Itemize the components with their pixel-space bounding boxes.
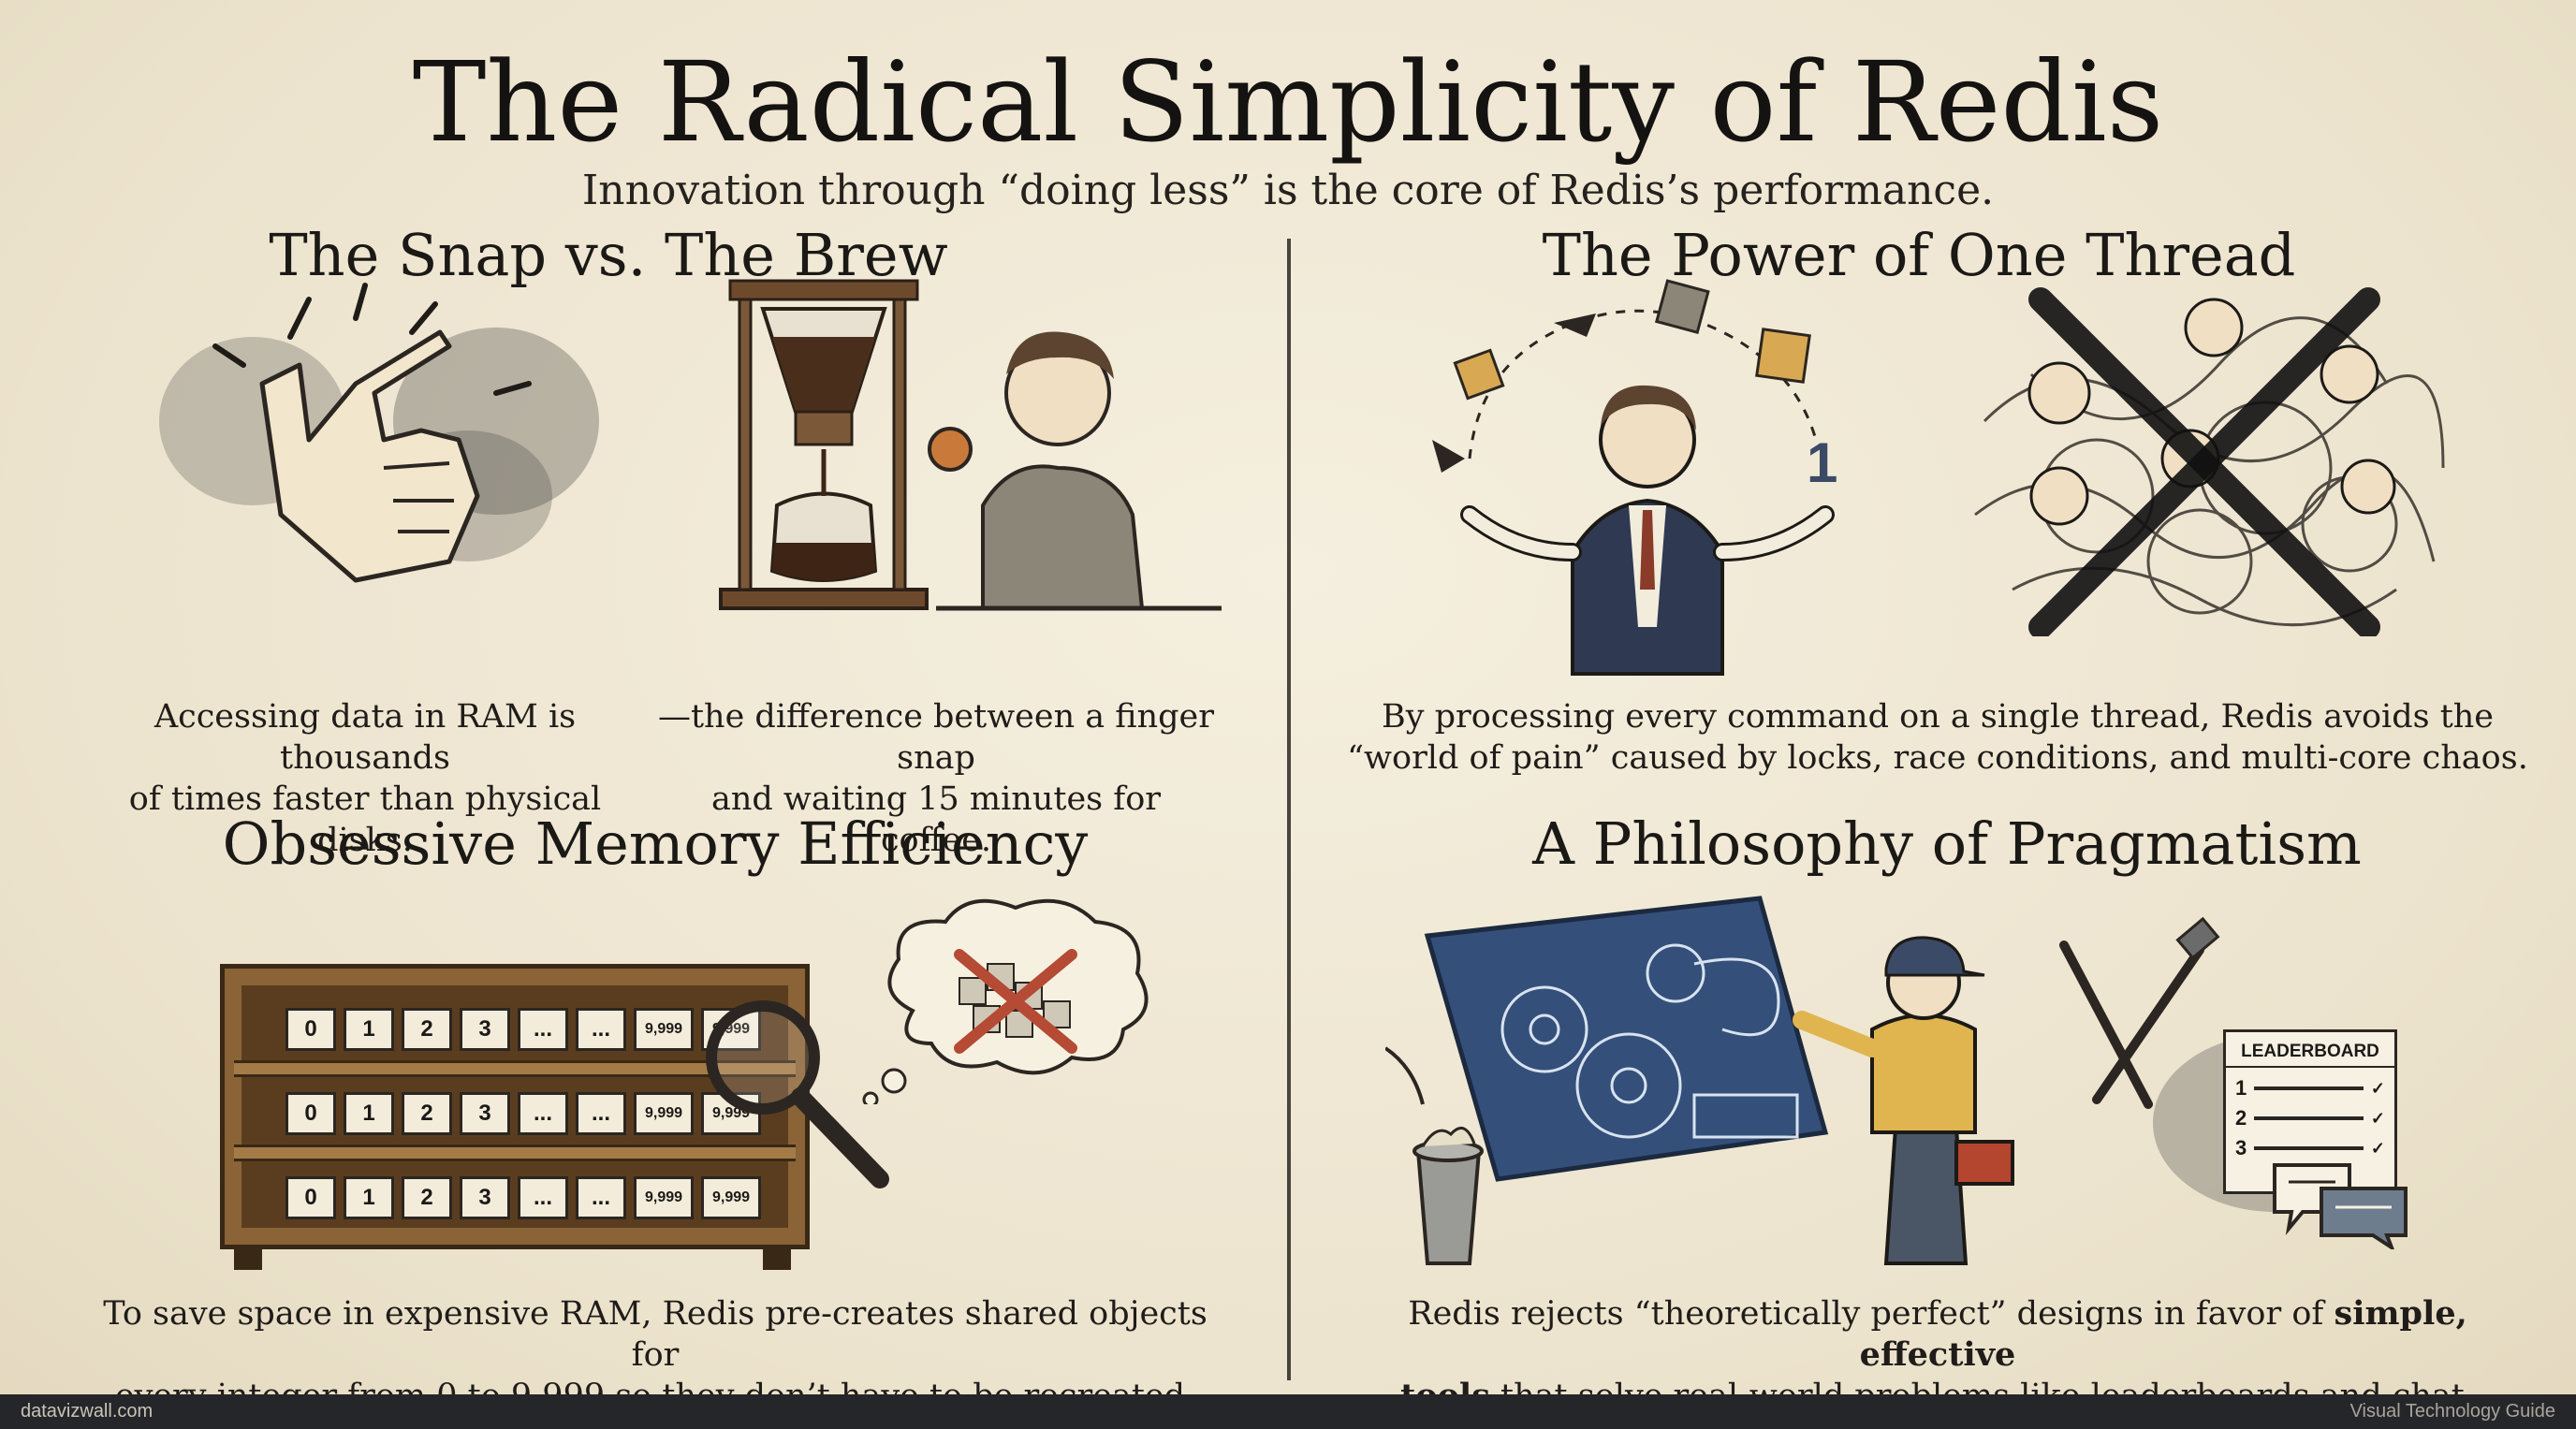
leaderboard-entry: 3✓ — [2235, 1133, 2385, 1163]
integer-object-box: ... — [518, 1176, 568, 1219]
integer-object-box: 1 — [344, 1008, 394, 1051]
snap-caption-left-line-1: Accessing data in RAM is thousands — [154, 698, 577, 777]
pragmatism-section-title: A Philosophy of Pragmatism — [1532, 809, 2362, 878]
integer-object-box: 2 — [402, 1092, 452, 1135]
integer-object-box: ... — [518, 1008, 568, 1051]
memory-section-title: Obsessive Memory Efficiency — [222, 809, 1089, 878]
thread-caption: By processing every command on a single … — [1329, 696, 2546, 779]
juggler-illustration: 1 — [1432, 279, 1837, 676]
center-divider — [1287, 239, 1291, 1380]
integer-object-box: 3 — [460, 1176, 510, 1219]
integer-object-box: ... — [518, 1092, 568, 1135]
page-subtitle: Innovation through “doing less” is the c… — [581, 167, 1995, 214]
leaderboard-entry: 1✓ — [2235, 1073, 2385, 1103]
snap-caption-right: —the difference between a finger snap an… — [655, 696, 1217, 861]
snap-caption-right-line-1: —the difference between a finger snap — [657, 698, 1214, 777]
leaderboard-line — [2254, 1146, 2364, 1150]
integer-object-box: 0 — [285, 1092, 336, 1135]
leaderboard-rank: 2 — [2235, 1106, 2247, 1130]
thread-section-title: The Power of One Thread — [1542, 221, 2296, 289]
integer-object-box: 3 — [460, 1008, 510, 1051]
leaderboard-line — [2254, 1116, 2364, 1120]
integer-object-box: 2 — [402, 1176, 452, 1219]
snap-caption-left: Accessing data in RAM is thousands of ti… — [103, 696, 627, 861]
leaderboard-line — [2254, 1086, 2364, 1090]
footer-label: Visual Technology Guide — [2349, 1401, 2555, 1422]
integer-object-box: 1 — [344, 1092, 394, 1135]
thread-caption-line-2: “world of pain” caused by locks, race co… — [1347, 739, 2528, 777]
pragmatism-caption-line-1: Redis rejects “theoretically perfect” de… — [1408, 1294, 2467, 1374]
magnifying-glass-icon — [706, 1000, 889, 1188]
leaderboard-rank: 3 — [2235, 1136, 2247, 1159]
memory-caption-line-1: To save space in expensive RAM, Redis pr… — [103, 1295, 1208, 1374]
integer-object-box: 1 — [344, 1176, 394, 1219]
integer-object-box: 0 — [285, 1008, 336, 1051]
coffee-brewer-illustration — [719, 279, 1222, 611]
integer-object-box: 2 — [402, 1008, 452, 1051]
integer-object-box: ... — [576, 1092, 626, 1135]
chat-bubbles-icon — [2273, 1163, 2408, 1249]
footer-site-link[interactable]: datavizwall.com — [21, 1401, 154, 1422]
check-icon: ✓ — [2370, 1108, 2385, 1128]
snap-caption-right-line-2: and waiting 15 minutes for coffee. — [710, 780, 1162, 859]
finger-snap-illustration — [159, 283, 599, 583]
leaderboard-title: LEADERBOARD — [2226, 1042, 2394, 1068]
footer-bar — [0, 1394, 2576, 1429]
integer-shelf: 0123......9,9999,9990123......9,9999,999… — [220, 964, 810, 1249]
integer-object-box: 9,999 — [634, 1008, 694, 1051]
integer-object-box: 9,999 — [634, 1092, 694, 1135]
juggle-number: 1 — [1807, 431, 1837, 494]
leaderboard-entry: 2✓ — [2235, 1103, 2385, 1133]
snap-section-title: The Snap vs. The Brew — [269, 221, 948, 289]
thread-caption-line-1: By processing every command on a single … — [1381, 698, 2495, 736]
shelf-leg-left — [234, 1249, 262, 1270]
check-icon: ✓ — [2370, 1078, 2385, 1098]
thought-bubble-illustration — [862, 898, 1149, 1104]
page-title: The Radical Simplicity of Redis — [412, 37, 2164, 167]
snap-caption-left-line-2: of times faster than physical disks. — [128, 780, 602, 859]
leaderboard-rank: 1 — [2235, 1076, 2247, 1100]
integer-object-box: 9,999 — [701, 1176, 761, 1219]
check-icon: ✓ — [2370, 1138, 2385, 1158]
integer-object-box: ... — [576, 1008, 626, 1051]
integer-object-box: 9,999 — [634, 1176, 694, 1219]
multithread-chaos-illustration — [1974, 287, 2445, 636]
shelf-leg-right — [763, 1249, 791, 1270]
integer-object-box: 0 — [285, 1176, 336, 1219]
integer-object-box: ... — [576, 1176, 626, 1219]
integer-object-box: 3 — [460, 1092, 510, 1135]
